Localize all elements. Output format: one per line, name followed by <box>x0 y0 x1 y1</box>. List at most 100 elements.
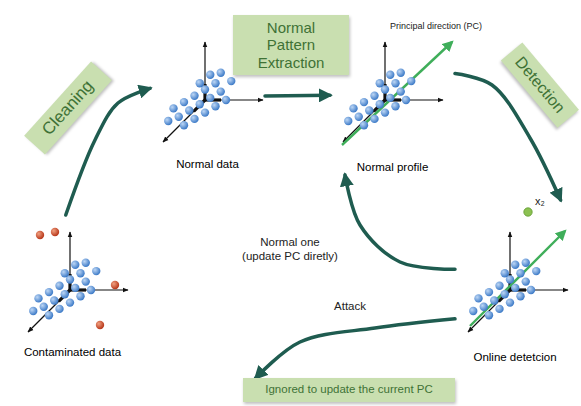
data-point <box>522 259 530 267</box>
data-point <box>381 108 389 116</box>
principal-direction-arrow <box>470 231 565 326</box>
plot-caption: Normal data <box>176 158 239 171</box>
data-point <box>360 121 368 129</box>
data-point <box>495 305 503 313</box>
step-band: Cleaning <box>24 61 112 154</box>
data-point <box>196 79 204 87</box>
data-point <box>407 77 415 85</box>
data-point <box>532 267 540 275</box>
flow-arrow <box>265 94 330 98</box>
data-point <box>76 269 84 277</box>
data-point <box>495 282 503 290</box>
data-point <box>82 259 90 267</box>
data-point <box>71 284 79 292</box>
plot-panel: Contaminated data <box>5 215 140 360</box>
data-point <box>50 296 58 304</box>
data-point <box>61 269 69 277</box>
data-point <box>185 106 193 114</box>
data-point <box>370 92 378 100</box>
data-point <box>66 298 74 306</box>
data-point <box>71 261 79 269</box>
outlier-point <box>96 321 104 329</box>
data-point <box>474 294 482 302</box>
plot-caption: Contaminated data <box>24 346 121 359</box>
data-point <box>222 96 230 104</box>
data-point <box>386 71 394 79</box>
data-point <box>55 282 63 290</box>
principal-direction-arrow <box>342 42 452 145</box>
test-point <box>524 208 532 216</box>
data-point <box>206 94 214 102</box>
step-label: Normal Pattern Extraction <box>241 19 341 71</box>
step-box: Normal Pattern Extraction <box>233 15 349 75</box>
outlier-point <box>51 228 59 236</box>
edge-label: Attack <box>325 300 375 314</box>
data-point <box>217 87 225 95</box>
data-point <box>485 288 493 296</box>
data-point <box>164 117 172 125</box>
data-point <box>211 102 219 110</box>
data-point <box>397 87 405 95</box>
data-point <box>391 102 399 110</box>
plot-panel: Online detetcion <box>455 200 575 365</box>
data-point <box>522 277 530 285</box>
data-point <box>55 305 63 313</box>
data-point <box>365 106 373 114</box>
data-point <box>490 296 498 304</box>
data-point <box>344 117 352 125</box>
data-point <box>29 307 37 315</box>
data-point <box>397 69 405 77</box>
data-point <box>527 286 535 294</box>
data-point <box>190 115 198 123</box>
data-point <box>370 115 378 123</box>
data-point <box>211 79 219 87</box>
data-point <box>506 298 514 306</box>
data-point <box>40 303 48 311</box>
data-point <box>227 77 235 85</box>
data-point <box>501 269 509 277</box>
edge-label: Normal one (update PC diretly) <box>240 236 340 264</box>
scatter-plot <box>468 208 568 332</box>
data-point <box>386 94 394 102</box>
data-point <box>169 104 177 112</box>
data-point <box>201 108 209 116</box>
data-point <box>206 71 214 79</box>
step-band: Detection <box>501 42 579 127</box>
data-point <box>469 307 477 315</box>
plot-caption: Normal profile <box>357 161 429 174</box>
data-point <box>485 311 493 319</box>
data-point <box>360 98 368 106</box>
data-point <box>196 100 204 108</box>
flow-arrow <box>256 319 455 378</box>
outlier-point <box>111 281 119 289</box>
step-label: Ignored to update the current PC <box>265 383 433 396</box>
step-box: Ignored to update the current PC <box>243 378 455 402</box>
data-point <box>175 113 183 121</box>
data-point <box>76 292 84 300</box>
scatter-plot <box>28 228 128 332</box>
data-point <box>355 113 363 121</box>
step-label: Cleaning <box>38 77 97 140</box>
data-point <box>34 294 42 302</box>
data-point <box>180 121 188 129</box>
data-point <box>511 284 519 292</box>
plot-panel: Normal profile <box>330 30 455 175</box>
step-label: Detection <box>511 53 569 117</box>
data-point <box>82 277 90 285</box>
data-point <box>45 288 53 296</box>
data-point <box>190 92 198 100</box>
scatter-plot <box>342 42 452 145</box>
data-point <box>480 303 488 311</box>
axis-line <box>343 100 385 142</box>
data-point <box>516 269 524 277</box>
data-point <box>87 286 95 294</box>
data-point <box>349 104 357 112</box>
data-point <box>61 290 69 298</box>
data-point <box>180 98 188 106</box>
data-point <box>511 261 519 269</box>
point-label: x₂ <box>535 195 545 208</box>
data-point <box>45 311 53 319</box>
data-point <box>402 96 410 104</box>
